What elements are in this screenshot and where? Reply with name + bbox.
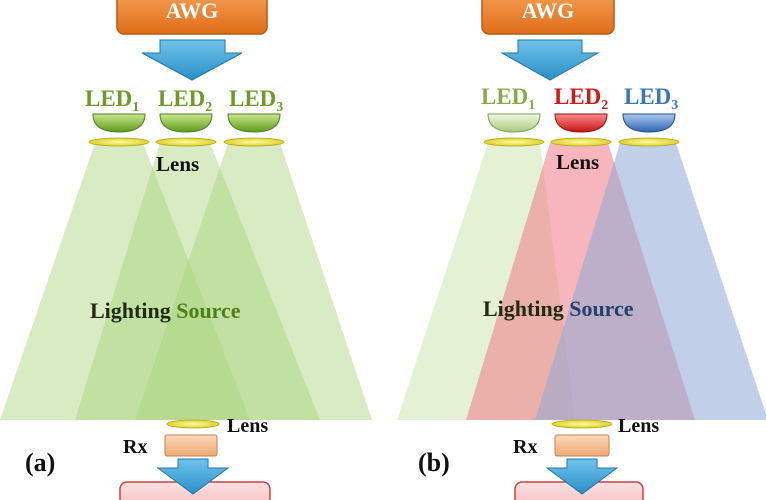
rx-box-b [554,434,610,457]
beams-a [0,143,372,420]
panel-tag-b: (b) [418,448,450,477]
rx-label-a: Rx [123,436,147,458]
lens-top-label-a: Lens [156,152,199,176]
lighting-source-label-a: Lighting Source [90,298,241,323]
arrow-down-icon-b-top [500,39,600,81]
beam-a-1 [0,143,250,420]
lens-b-1 [483,137,545,147]
led-dome-a-1 [92,113,146,133]
led-dome-b-3 [622,113,676,133]
led-dome-a-3 [227,113,281,133]
rx-box-a [164,434,218,457]
awg-box-a [116,0,268,35]
arrow-down-icon-b-bottom [545,458,619,495]
led-label-b-3: LED3 [624,84,678,113]
arrow-down-icon-a-top [141,39,243,81]
lighting-source-label-b: Lighting Source [483,296,634,321]
led-label-a-1: LED1 [85,86,139,115]
awg-box-b [481,0,615,35]
awg-label-b: AWG [522,0,575,23]
lens-a-3 [223,137,285,147]
led-label-a-3: LED3 [229,86,283,115]
beam-a-3 [135,143,372,420]
lens-bottom-a [166,419,220,429]
lens-bottom-b [551,419,613,429]
panel-tag-a: (a) [25,448,55,477]
beams-b [397,143,766,420]
led-label-b-1: LED1 [481,84,535,113]
lens-b-2 [550,137,612,147]
lens-bottom-label-b: Lens [618,415,659,437]
arrow-down-icon-a-bottom [156,458,230,495]
lens-bottom-label-a: Lens [227,415,268,437]
lens-a-1 [88,137,150,147]
beam-b-3 [535,143,766,420]
rx-label-b: Rx [513,436,537,458]
led-label-b-2: LED2 [554,84,608,113]
lens-a-2 [155,137,217,147]
lens-b-3 [618,137,680,147]
led-dome-b-2 [554,113,608,133]
panel-a: AWG LED1 LED2 LED3 Lens Lighting Source … [0,0,372,500]
lens-top-label-b: Lens [556,150,599,174]
led-dome-b-1 [487,113,541,133]
beam-a-2 [75,143,320,420]
led-dome-a-2 [159,113,213,133]
awg-label-a: AWG [166,0,219,23]
led-label-a-2: LED2 [158,86,212,115]
panel-b: AWG LED1 LED2 LED3 Lens Lighting Source … [397,0,766,500]
